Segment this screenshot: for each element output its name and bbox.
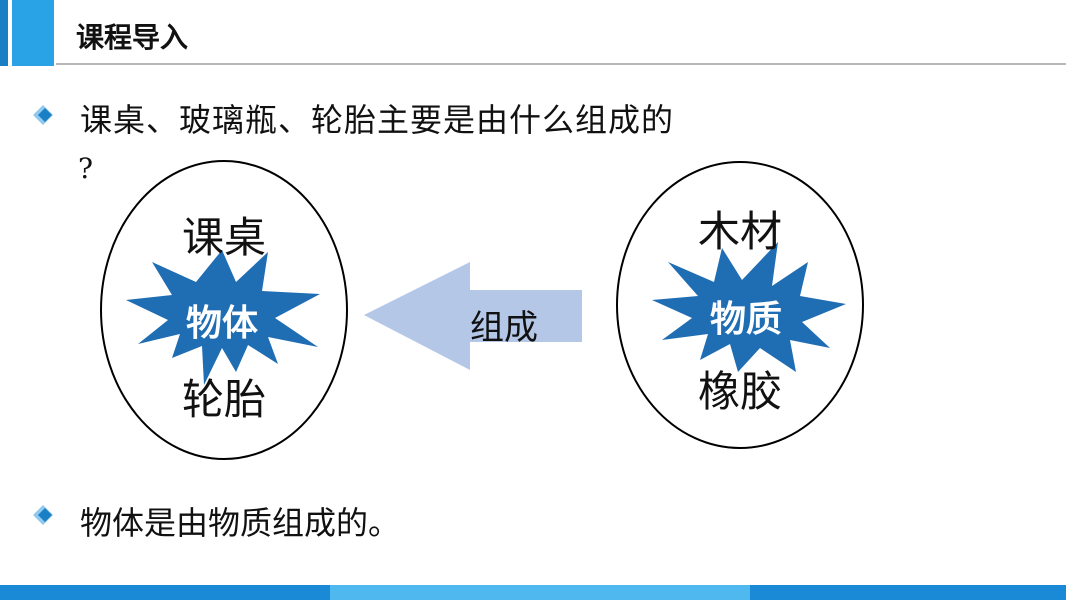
item-wood: 木材 — [697, 207, 782, 256]
conclusion-text: 物体是由物质组成的。 — [80, 504, 401, 542]
footer-accent — [330, 585, 750, 600]
item-tire: 轮胎 — [181, 375, 266, 424]
page-title: 课程导入 — [76, 21, 189, 54]
diamond-bullet-icon — [33, 105, 53, 125]
item-desk: 课桌 — [181, 213, 266, 262]
diamond-bullet-icon — [33, 505, 53, 525]
material-burst-label: 物质 — [709, 299, 782, 340]
material-burst-shape — [652, 242, 846, 372]
header-accent-block — [12, 0, 54, 66]
question-text: 课桌、玻璃瓶、轮胎主要是由什么组成的 — [80, 101, 675, 139]
header-divider — [56, 63, 1066, 65]
header-accent-bar — [0, 0, 8, 66]
object-burst-label: 物体 — [185, 303, 258, 344]
arrow-label: 组成 — [470, 308, 538, 348]
item-rubber: 橡胶 — [697, 367, 782, 416]
composition-arrow — [364, 262, 582, 370]
object-burst-shape — [126, 250, 320, 385]
question-mark: ? — [78, 152, 94, 185]
